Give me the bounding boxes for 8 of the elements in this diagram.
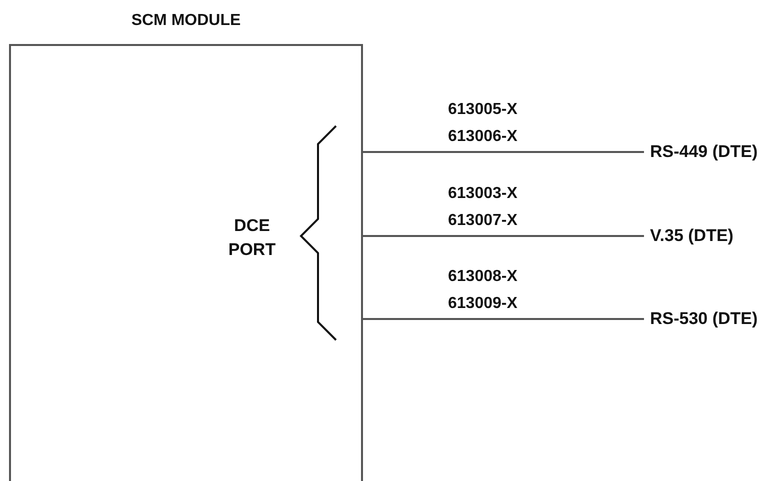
interface-label: RS-530 (DTE) <box>650 309 758 329</box>
interface-label: V.35 (DTE) <box>650 226 734 246</box>
interface-label: RS-449 (DTE) <box>650 142 758 162</box>
port-label: DCE PORT <box>227 215 277 261</box>
connector-line <box>362 235 644 237</box>
connector-line <box>362 318 644 320</box>
module-title: SCM MODULE <box>130 12 242 30</box>
connector-line <box>362 151 644 153</box>
